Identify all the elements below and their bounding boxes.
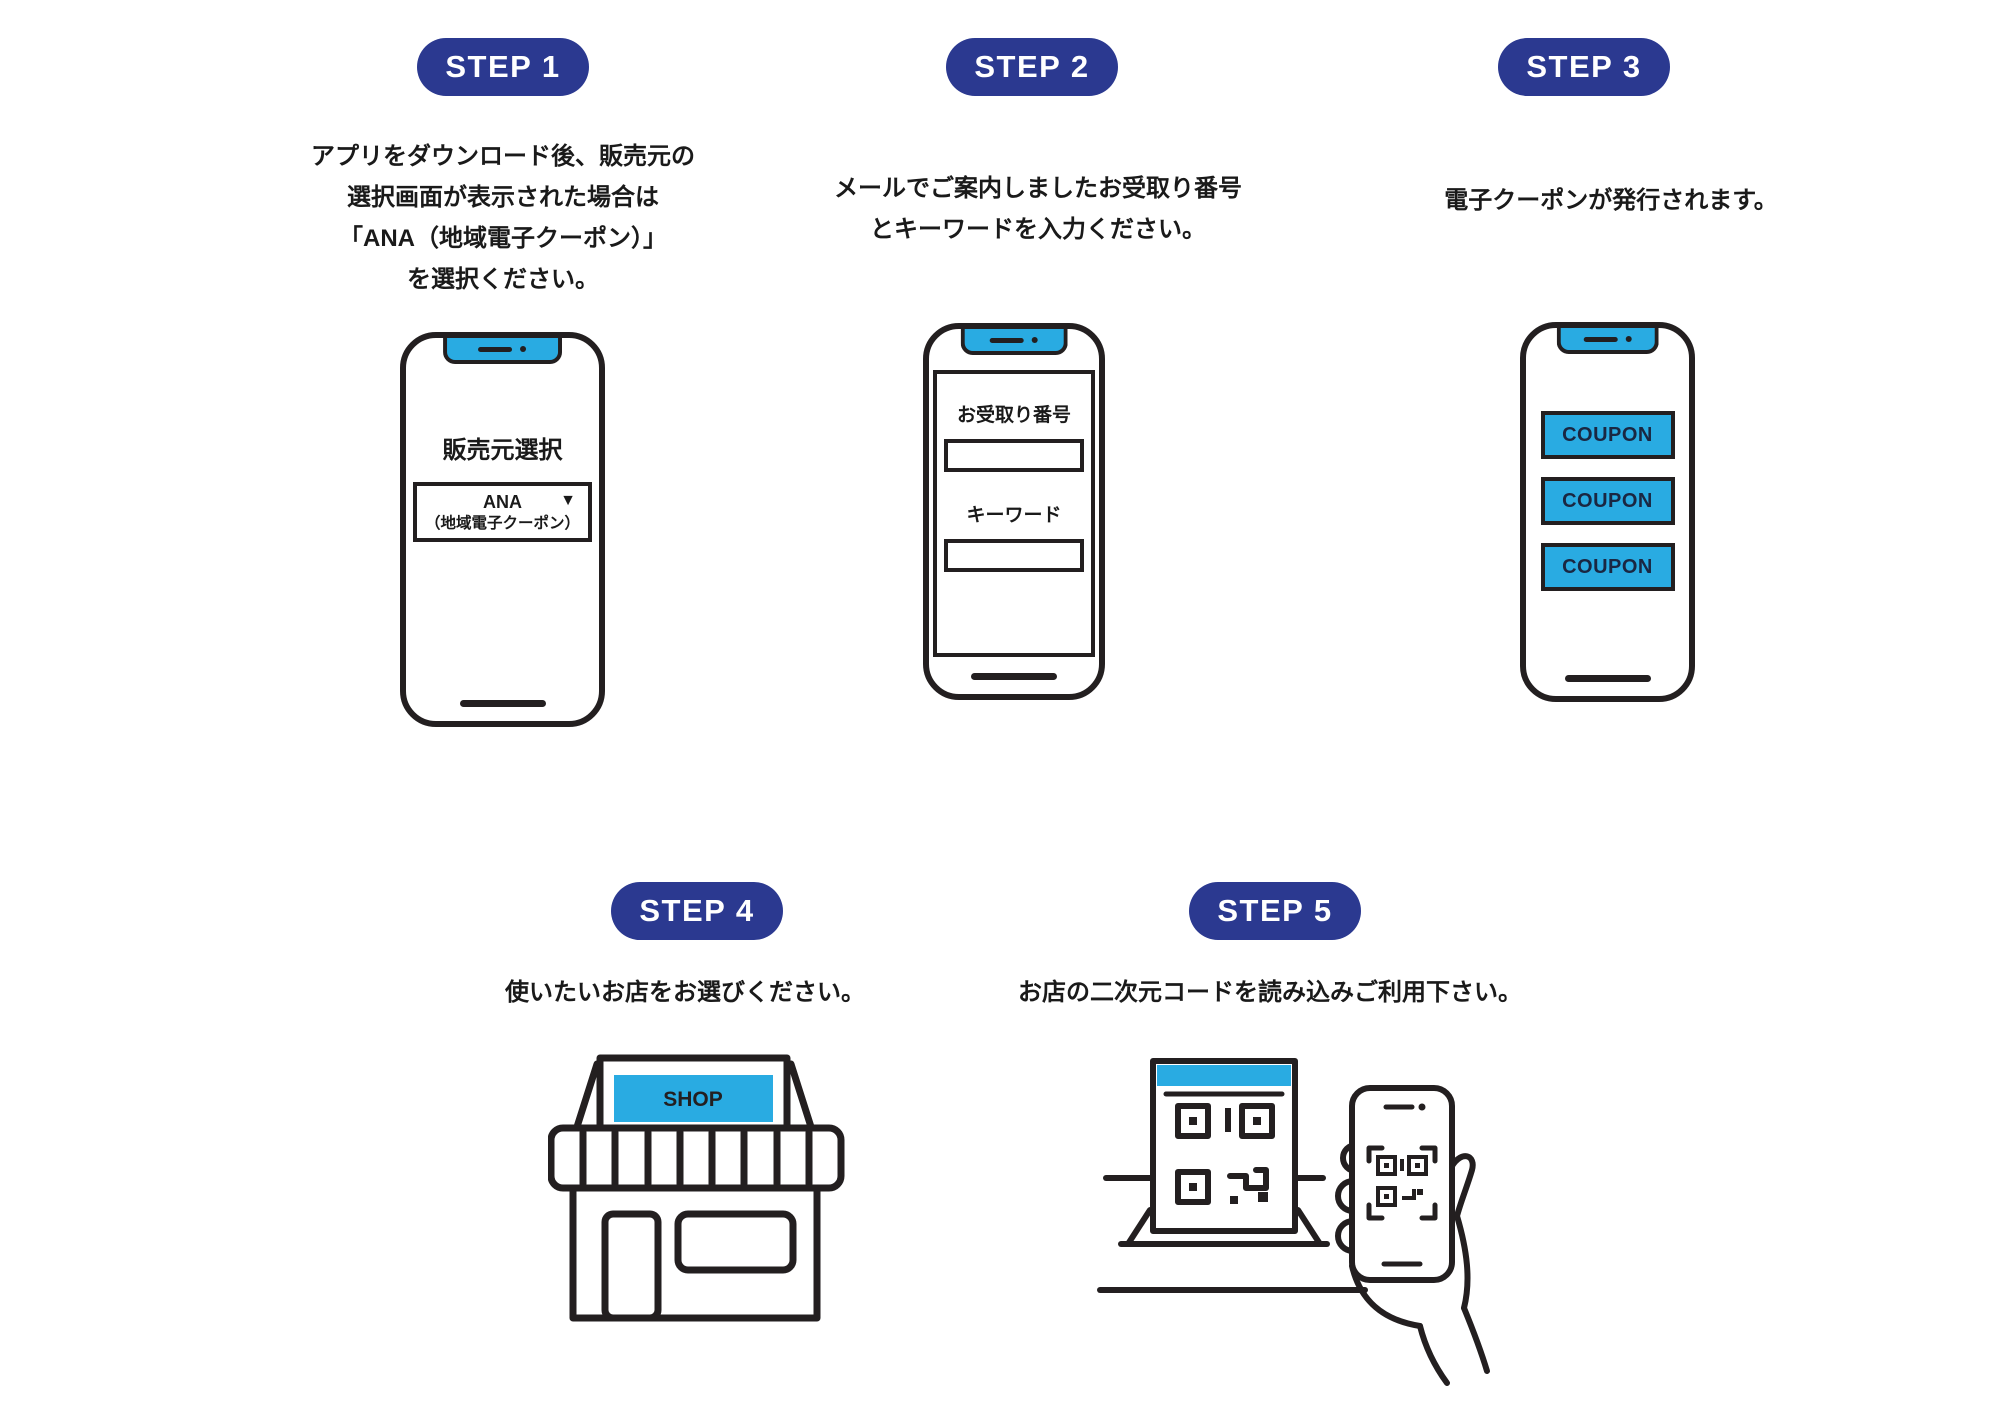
step-5-description: お店の二次元コードを読み込みご利用下さい。: [1018, 972, 1522, 1013]
phone-notch: [1556, 328, 1659, 354]
phone-home-indicator: [459, 700, 546, 707]
step-2-badge: STEP 2: [946, 38, 1118, 96]
step-3-line-1: 電子クーポンが発行されます。: [1444, 187, 1778, 214]
coupon-button-1[interactable]: COUPON: [1540, 411, 1675, 459]
vendor-dropdown[interactable]: ANA ▼ （地域電子クーポン）: [413, 482, 592, 542]
sign-left-brace: [572, 1060, 601, 1134]
shop-sign-banner: [614, 1075, 773, 1122]
step-5-badge: STEP 5: [1189, 882, 1361, 940]
phone-home-indicator: [971, 673, 1057, 680]
awning-stripes: [579, 1128, 813, 1188]
coupon-button-2[interactable]: COUPON: [1540, 477, 1675, 525]
receipt-number-input[interactable]: [944, 439, 1084, 472]
vendor-select-title: 販売元選択: [442, 437, 563, 464]
phone-camera-dot: [1032, 337, 1038, 343]
qr-code-large: [1175, 1103, 1275, 1205]
sign-right-brace: [787, 1060, 816, 1134]
shop-door: [601, 1210, 662, 1322]
step-5-line-1: お店の二次元コードを読み込みご利用下さい。: [1018, 979, 1522, 1006]
phone-notch: [960, 329, 1068, 355]
entry-form-panel: お受取り番号 キーワード: [933, 370, 1095, 657]
step-1-line-2: 選択画面が表示された場合は: [347, 184, 659, 211]
vendor-dropdown-note: （地域電子クーポン）: [424, 515, 580, 532]
shop-window: [674, 1210, 797, 1274]
step-1-description: アプリをダウンロード後、販売元の 選択画面が表示された場合は 「ANA（地域電子…: [311, 136, 695, 300]
qr-signboard: [1150, 1058, 1298, 1234]
phone-illustration-step2: お受取り番号 キーワード: [923, 323, 1105, 700]
phone-speaker: [990, 337, 1024, 343]
qr-code-on-phone: [1376, 1155, 1428, 1207]
hand-outline: [1349, 1153, 1490, 1386]
step-4-description: 使いたいお店をお選びください。: [505, 972, 865, 1013]
vendor-dropdown-value: ANA: [483, 492, 522, 512]
qr-signboard-header: [1157, 1065, 1291, 1086]
step-2-description: メールでご案内しましたお受取り番号 とキーワードを入力ください。: [834, 168, 1242, 250]
step-1-line-1: アプリをダウンロード後、販売元の: [311, 143, 695, 170]
phone-illustration-step1: 販売元選択 ANA ▼ （地域電子クーポン）: [400, 332, 605, 727]
step-1-badge: STEP 1: [417, 38, 589, 96]
shop-sign-label: SHOP: [663, 1088, 723, 1111]
keyword-input[interactable]: [944, 539, 1084, 572]
coupon-list: COUPON COUPON COUPON: [1526, 411, 1689, 609]
step-2-line-1: メールでご案内しましたお受取り番号: [834, 175, 1242, 202]
shop-illustration: SHOP: [548, 1054, 845, 1322]
phone-home-indicator: [1564, 675, 1651, 682]
scan-frame-brackets: [1366, 1145, 1438, 1221]
phone-speaker: [478, 346, 513, 352]
board-stand: [1118, 1207, 1330, 1247]
step-2-line-2: とキーワードを入力ください。: [870, 216, 1206, 243]
phone-illustration-step3: COUPON COUPON COUPON: [1520, 322, 1695, 702]
qr-scan-illustration: [1097, 1058, 1490, 1386]
phone-camera-dot: [520, 346, 527, 352]
keyword-label: キーワード: [966, 505, 1062, 526]
shop-awning: [548, 1124, 845, 1192]
step-3-description: 電子クーポンが発行されます。: [1444, 180, 1778, 221]
step-4-line-1: 使いたいお店をお選びください。: [505, 979, 865, 1006]
step-4-badge: STEP 4: [611, 882, 783, 940]
phone-notch: [442, 338, 563, 364]
step-1-line-4: を選択ください。: [407, 266, 599, 293]
receipt-number-label: お受取り番号: [956, 405, 1071, 426]
coupon-button-3[interactable]: COUPON: [1540, 543, 1675, 591]
handheld-phone-camera-dot: [1418, 1103, 1426, 1111]
phone-camera-dot: [1625, 336, 1632, 342]
shop-building: [569, 1184, 821, 1322]
step-3-badge: STEP 3: [1498, 38, 1670, 96]
step-1-line-3: 「ANA（地域電子クーポン）」: [339, 225, 667, 252]
dropdown-arrow-icon: ▼: [560, 492, 576, 509]
phone-speaker: [1583, 336, 1618, 342]
handheld-phone: [1349, 1085, 1455, 1283]
